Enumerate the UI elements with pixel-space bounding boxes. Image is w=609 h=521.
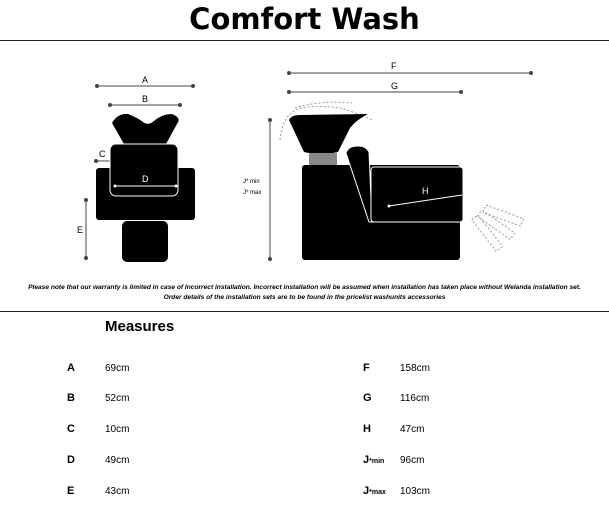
front-view	[84, 84, 195, 260]
measure-label-j-max: J*max	[363, 485, 386, 497]
order-note: Order details of the installation sets a…	[163, 294, 446, 301]
measure-value: 103cm	[400, 486, 431, 497]
measure-label: F	[363, 362, 370, 374]
measure-label: C	[67, 423, 75, 435]
measure-label: H	[363, 423, 371, 435]
measures-heading: Measures	[105, 318, 175, 335]
measure-value: 10cm	[105, 424, 130, 435]
label-e: E	[77, 225, 83, 235]
label-j-max: J* max	[243, 190, 261, 196]
side-view	[279, 101, 525, 260]
divider-top	[0, 40, 609, 41]
measure-letter: J	[363, 485, 370, 497]
page-title: Comfort Wash	[189, 2, 420, 36]
measure-label: E	[67, 485, 75, 497]
measure-label: B	[67, 392, 75, 404]
measure-value: 47cm	[400, 424, 425, 435]
label-j-min: J* min	[243, 179, 260, 185]
measure-value: 116cm	[400, 393, 430, 404]
divider-bottom	[0, 311, 609, 312]
measure-label: D	[67, 454, 75, 466]
measure-label: G	[363, 392, 372, 404]
measure-letter: J	[363, 454, 370, 466]
measure-subscript: *max	[369, 489, 386, 496]
label-d: D	[142, 174, 149, 184]
measure-label: A	[67, 362, 75, 374]
measure-value: 43cm	[105, 486, 130, 497]
label-c: C	[99, 149, 106, 159]
label-h: H	[422, 186, 429, 196]
label-b: B	[142, 94, 148, 104]
measure-subscript: *min	[369, 458, 385, 465]
measure-value: 52cm	[105, 393, 130, 404]
measure-value: 96cm	[400, 455, 425, 466]
label-g: G	[391, 81, 398, 91]
product-diagram: A B C E D F G J* min J* max H	[77, 61, 533, 262]
measure-value: 69cm	[105, 363, 130, 374]
warranty-note: Please note that our warranty is limited…	[28, 284, 581, 291]
front-bowl	[112, 113, 179, 144]
front-backrest	[109, 143, 179, 197]
label-f: F	[391, 61, 397, 71]
measure-value: 158cm	[400, 363, 431, 374]
measure-label-j-min: J*min	[363, 454, 384, 466]
measure-value: 49cm	[105, 455, 130, 466]
front-base	[122, 221, 168, 262]
label-a: A	[142, 75, 148, 85]
